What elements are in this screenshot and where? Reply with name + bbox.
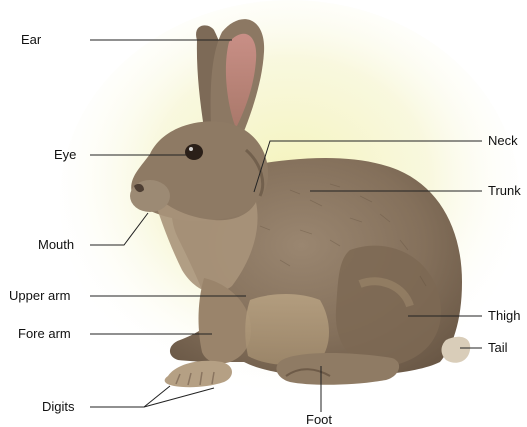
label-upper-arm: Upper arm: [9, 289, 70, 303]
label-eye: Eye: [54, 148, 76, 162]
label-fore-arm: Fore arm: [18, 327, 71, 341]
rabbit-hind-foot: [276, 353, 399, 385]
label-tail: Tail: [488, 341, 508, 355]
label-trunk: Trunk: [488, 184, 521, 198]
rabbit-eye: [185, 144, 203, 160]
leader-line-digits-2: [144, 388, 214, 407]
label-neck: Neck: [488, 134, 518, 148]
label-digits: Digits: [42, 400, 75, 414]
eye-highlight: [189, 147, 193, 151]
rabbit-tail: [442, 337, 471, 363]
leader-line-digits-1: [90, 386, 170, 407]
label-mouth: Mouth: [38, 238, 74, 252]
label-foot: Foot: [306, 413, 332, 427]
label-thigh: Thigh: [488, 309, 521, 323]
label-ear: Ear: [21, 33, 41, 47]
